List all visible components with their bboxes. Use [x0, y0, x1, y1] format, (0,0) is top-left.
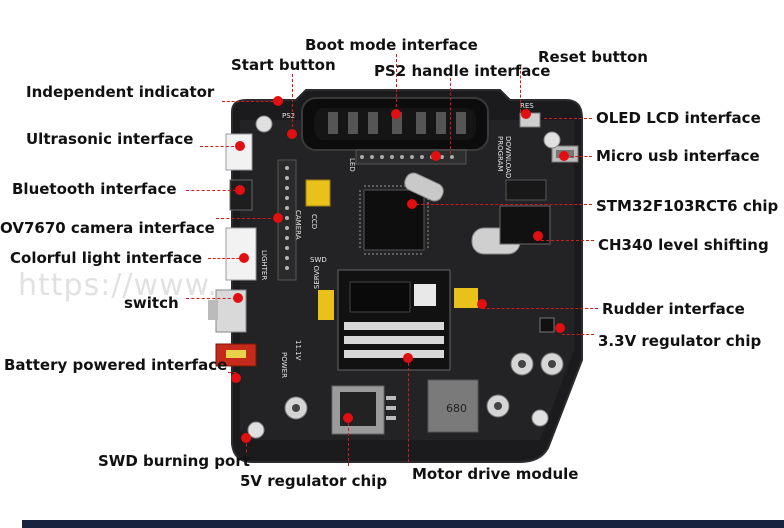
dot-ps2: [431, 151, 441, 161]
label-micro-usb: Micro usb interface: [596, 147, 760, 165]
dot-reset: [521, 109, 531, 119]
inductor-label: 680: [446, 402, 467, 415]
bottom-bar: [22, 520, 784, 528]
leader-bluetooth: [186, 190, 236, 191]
dot-micro-usb: [559, 151, 569, 161]
leader-stm32: [416, 204, 592, 205]
silk-ps2: PS2: [282, 112, 295, 120]
leader-camera: [216, 218, 276, 219]
leader-swd: [246, 438, 247, 458]
label-ch340: CH340 level shifting: [598, 236, 769, 254]
dot-light: [239, 253, 249, 263]
dot-3v3: [555, 323, 565, 333]
label-reset-button: Reset button: [538, 48, 648, 66]
label-ultrasonic: Ultrasonic interface: [26, 130, 194, 148]
label-colorful-light: Colorful light interface: [10, 249, 203, 267]
dot-camera: [273, 213, 283, 223]
label-motor-drive: Motor drive module: [412, 465, 579, 483]
label-oled-lcd: OLED LCD interface: [596, 109, 761, 127]
leader-battery: [228, 372, 236, 373]
label-battery-powered: Battery powered interface: [4, 356, 228, 374]
label-5v-regulator: 5V regulator chip: [240, 472, 388, 490]
dot-start-button: [287, 129, 297, 139]
dot-switch: [233, 293, 243, 303]
leader-rudder: [482, 308, 598, 309]
ultrasonic-connector: [225, 133, 253, 171]
silk-power: POWER: [280, 352, 288, 378]
leader-start-button: [292, 74, 293, 132]
leader-light: [208, 258, 244, 259]
label-ov7670: OV7670 camera interface: [0, 219, 215, 237]
leader-micro-usb: [566, 156, 592, 157]
leader-independent: [222, 101, 278, 102]
leader-boot-mode: [396, 54, 397, 112]
dot-ultrasonic: [235, 141, 245, 151]
silk-camera: CAMERA: [294, 210, 302, 240]
ch340-chip: [499, 205, 551, 245]
silk-lighter: LIGHTER: [260, 250, 268, 280]
dot-boot-mode: [391, 109, 401, 119]
dot-independent: [273, 96, 283, 106]
leader-3v3: [562, 334, 594, 335]
label-start-button: Start button: [231, 56, 336, 74]
label-3v3-regulator: 3.3V regulator chip: [598, 332, 762, 350]
leader-ch340: [536, 240, 594, 241]
leader-switch: [186, 298, 236, 299]
leader-ultrasonic: [200, 146, 234, 147]
label-rudder: Rudder interface: [602, 300, 745, 318]
inductor: [427, 379, 479, 433]
dot-rudder: [477, 299, 487, 309]
label-switch: switch: [124, 294, 179, 312]
dot-ch340: [533, 231, 543, 241]
dot-battery: [231, 373, 241, 383]
label-boot-mode: Boot mode interface: [305, 36, 478, 54]
leader-oled-h: [544, 118, 592, 119]
dot-bluetooth: [235, 185, 245, 195]
label-independent-indicator: Independent indicator: [26, 83, 215, 101]
leader-motor: [408, 358, 409, 462]
silk-download: DOWNLOAD: [504, 136, 512, 178]
label-ps2-handle: PS2 handle interface: [374, 62, 551, 80]
label-swd-burning: SWD burning port: [98, 452, 250, 470]
silk-voltage: 11.1V: [294, 340, 302, 361]
silk-servo: SERVO: [313, 265, 321, 289]
label-stm32: STM32F103RCT6 chip: [596, 197, 779, 215]
silk-led: LED: [348, 158, 356, 172]
leader-5v: [348, 418, 349, 466]
dot-swd: [241, 433, 251, 443]
dot-stm32: [407, 199, 417, 209]
silk-res: RES: [520, 102, 534, 110]
silk-program: PROGRAM: [496, 136, 504, 171]
silk-swd: SWD: [310, 256, 327, 264]
leader-reset: [520, 66, 521, 112]
silk-ccd: CCD: [310, 214, 318, 229]
dot-motor: [403, 353, 413, 363]
label-bluetooth: Bluetooth interface: [12, 180, 177, 198]
dot-5v: [343, 413, 353, 423]
leader-ps2: [450, 78, 451, 154]
